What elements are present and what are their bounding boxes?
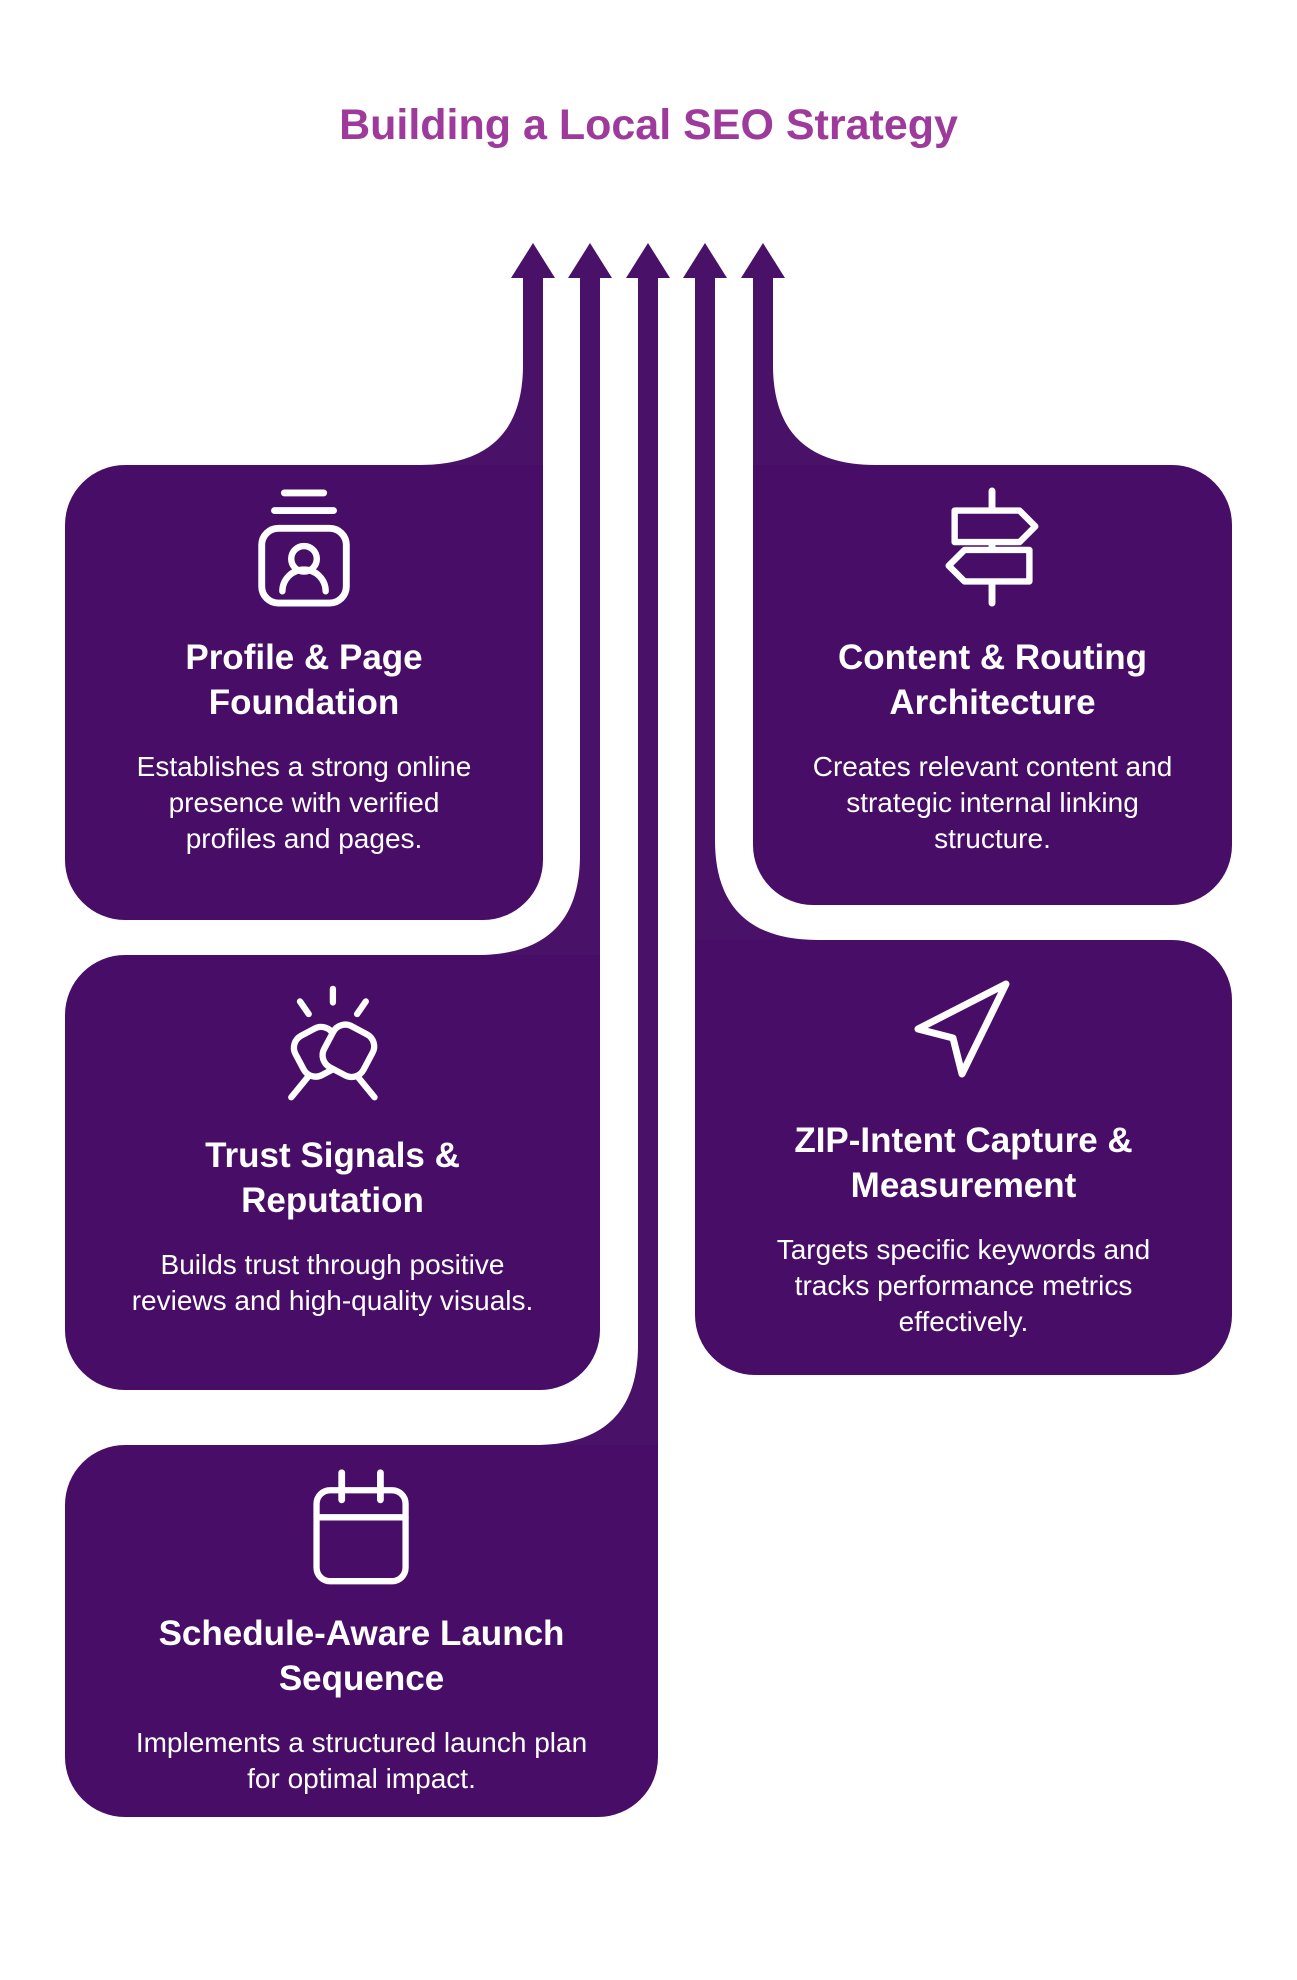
- calendar-icon: [303, 1467, 419, 1587]
- card-description: Establishes a strong online presence wit…: [136, 751, 472, 854]
- up-arrow-icon: [626, 243, 670, 1500]
- card-title: ZIP-Intent Capture & Measurement: [794, 1121, 1133, 1205]
- card-schedule-aware-launch: Schedule-Aware Launch Sequence Implement…: [65, 1445, 658, 1817]
- page-title: Building a Local SEO Strategy: [339, 101, 958, 149]
- up-arrow-icon: [683, 243, 727, 995]
- arrow-merge-fillet: [420, 365, 523, 465]
- navigation-arrow-icon: [904, 970, 1024, 1090]
- card-description: Targets specific keywords and tracks per…: [776, 1234, 1151, 1337]
- card-title: Content & Routing Architecture: [837, 638, 1148, 722]
- arrow-merge-fillet: [477, 855, 580, 955]
- card-title: Trust Signals & Reputation: [205, 1136, 460, 1220]
- card-profile-page-foundation: Profile & Page Foundation Establishes a …: [65, 465, 543, 920]
- arrow-merge-fillet: [715, 840, 818, 940]
- up-arrow-icon: [741, 243, 785, 520]
- up-arrow-group: [420, 243, 876, 1500]
- arrow-merge-fillet: [773, 365, 876, 465]
- up-arrow-icon: [568, 243, 612, 1010]
- card-title: Profile & Page Foundation: [185, 638, 423, 722]
- card-title: Schedule-Aware Launch Sequence: [158, 1614, 565, 1698]
- card-zip-intent-capture: ZIP-Intent Capture & Measurement Targets…: [695, 940, 1232, 1375]
- card-description: Builds trust through positive reviews an…: [131, 1249, 534, 1316]
- contact-card-icon: [245, 487, 363, 607]
- card-content-routing-architecture: Content & Routing Architecture Creates r…: [753, 465, 1232, 905]
- fist-bump-icon: [270, 985, 396, 1105]
- up-arrow-icon: [511, 243, 555, 520]
- card-description: Creates relevant content and strategic i…: [812, 751, 1173, 854]
- card-trust-signals-reputation: Trust Signals & Reputation Builds trust …: [65, 955, 600, 1390]
- arrow-merge-fillet: [535, 1345, 638, 1445]
- card-description: Implements a structured launch plan for …: [135, 1727, 588, 1794]
- signpost-icon: [933, 487, 1051, 607]
